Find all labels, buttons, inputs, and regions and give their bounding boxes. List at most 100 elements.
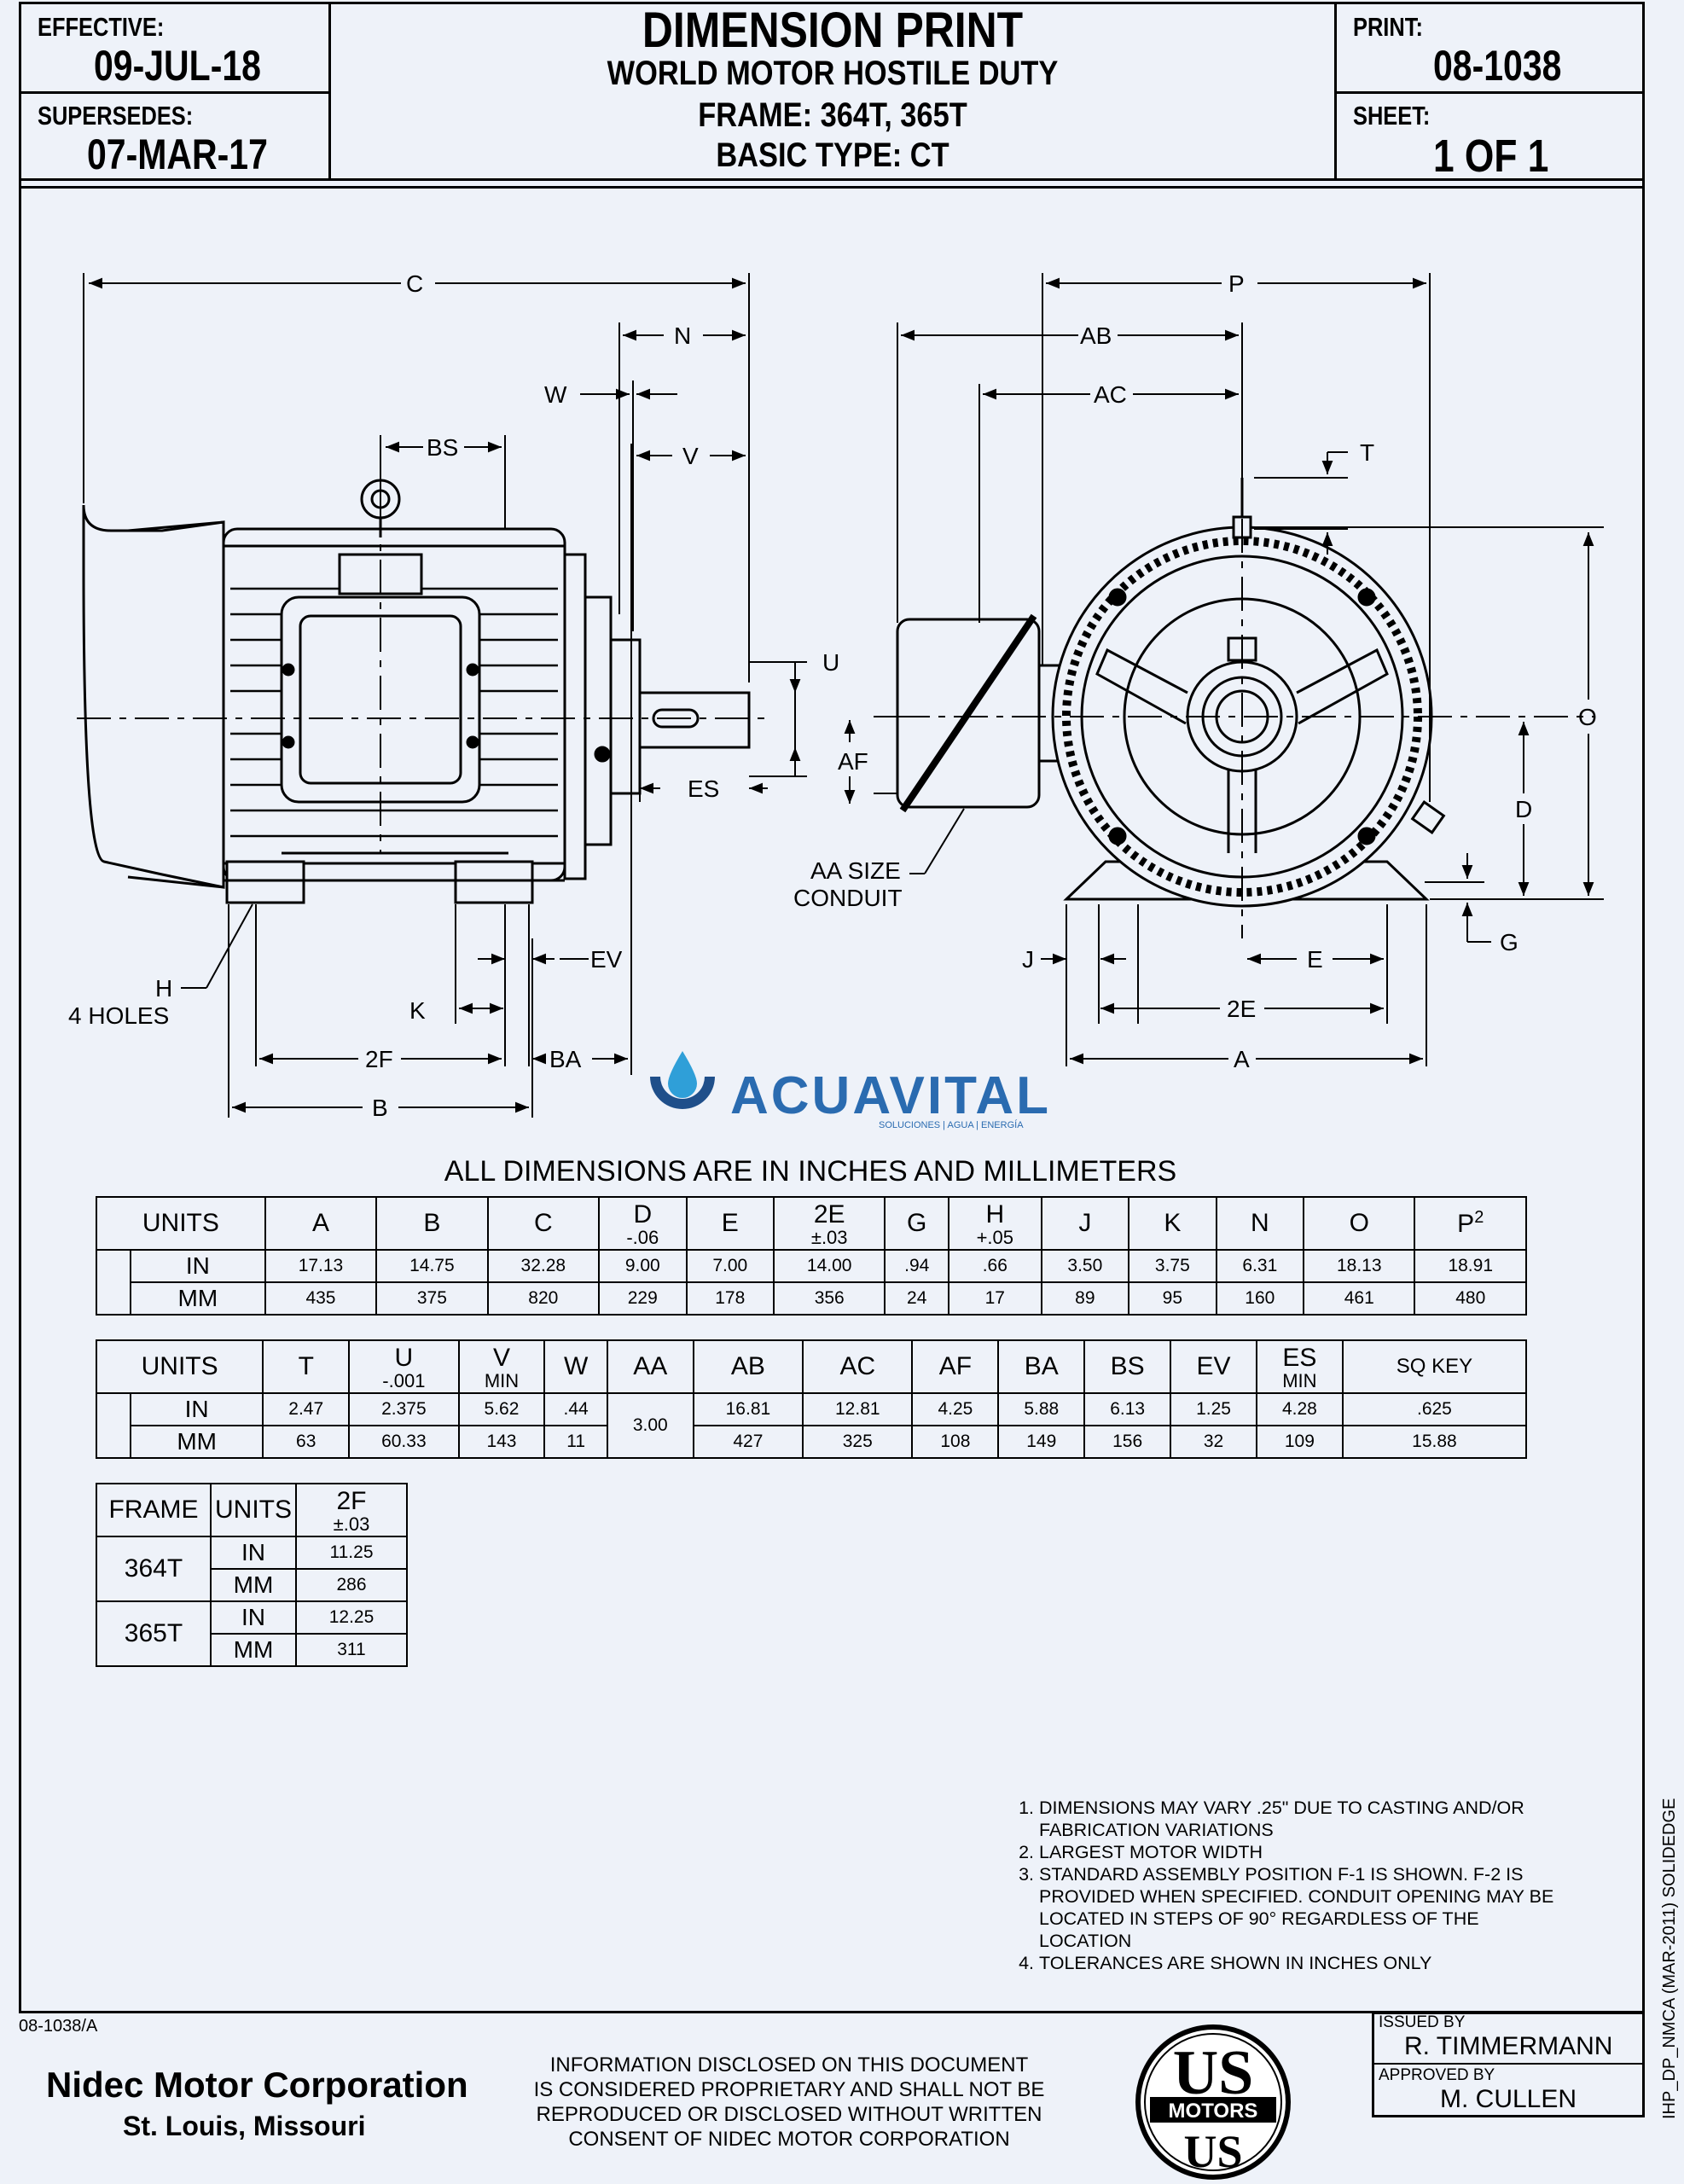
col-header-main: AF — [938, 1352, 973, 1380]
value-cell: 5.62 — [457, 1392, 546, 1426]
value-cell: 9.00 — [598, 1249, 688, 1283]
value-cell: 3.50 — [1040, 1249, 1130, 1283]
col-header: 2E±.03 — [772, 1196, 886, 1251]
print-number: 08-1038 — [1433, 42, 1562, 90]
value-cell: .66 — [948, 1249, 1042, 1283]
frame-2f-table: FRAME UNITS 2F±.03 364T IN 11.25 MM 286 … — [96, 1483, 408, 1667]
value-cell: .94 — [884, 1249, 949, 1283]
col-header-main: SQ KEY — [1396, 1355, 1473, 1378]
signature-divider — [1372, 2063, 1645, 2065]
value-cell: 461 — [1303, 1281, 1416, 1316]
value-cell: .44 — [543, 1392, 608, 1426]
dim-label-d: D — [1515, 796, 1532, 822]
2f-365t-in: 12.25 — [295, 1600, 408, 1635]
value-cell: 229 — [598, 1281, 688, 1316]
effective-label: EFFECTIVE: — [38, 12, 165, 42]
value-cell: 435 — [264, 1281, 378, 1316]
col-header: P2 — [1414, 1196, 1527, 1251]
dim-label-ev: EV — [590, 946, 623, 973]
disclaimer-line-1: INFORMATION DISCLOSED ON THIS DOCUMENT — [549, 2053, 1029, 2077]
dim-label-ab: AB — [1080, 322, 1112, 349]
units-mm: MM — [210, 1568, 297, 1602]
value-cell: 160 — [1215, 1281, 1305, 1316]
col-header: C — [486, 1196, 601, 1251]
col-header-main: J — [1078, 1209, 1092, 1237]
aa-size-label: AA SIZE — [810, 857, 901, 884]
dim-label-bs: BS — [427, 434, 458, 461]
print-label: PRINT: — [1353, 12, 1423, 42]
value-cell: 95 — [1128, 1281, 1217, 1316]
value-cell: 7.00 — [685, 1249, 775, 1283]
col-header-main: T — [298, 1352, 314, 1380]
value-cell: 4.25 — [911, 1392, 1000, 1426]
value-cell: 6.13 — [1083, 1392, 1172, 1426]
col-header: H+.05 — [948, 1196, 1042, 1251]
col-header-tol: -.06 — [626, 1227, 659, 1248]
dim-label-t: T — [1360, 439, 1374, 466]
supersedes-date: 07-MAR-17 — [87, 131, 268, 178]
value-cell: 149 — [997, 1425, 1086, 1459]
dim-label-af: AF — [838, 748, 868, 775]
col-header-main: 2E — [813, 1200, 845, 1228]
left-header-mid — [19, 91, 331, 94]
col-header: AB — [692, 1339, 804, 1394]
frame-365t: 365T — [96, 1600, 212, 1667]
col-header: AC — [802, 1339, 914, 1394]
logo-tagline: SOLUCIONES | AGUA | ENERGÍA — [879, 1119, 1024, 1130]
col-header-main: E — [721, 1209, 739, 1237]
subtitle-line-3: BASIC TYPE: CT — [716, 136, 949, 174]
col-header-tol: MIN — [484, 1370, 520, 1391]
units-spacer — [96, 1249, 131, 1316]
col-header: BS — [1083, 1339, 1172, 1394]
company-name: Nidec Motor Corporation — [46, 2065, 468, 2105]
col-header: SQ KEY — [1341, 1339, 1528, 1394]
effective-date: 09-JUL-18 — [94, 42, 261, 90]
value-cell: 12.81 — [802, 1392, 914, 1426]
col-header-main: ES — [1282, 1344, 1317, 1372]
col-header-main: D — [633, 1200, 653, 1228]
2f-365t-mm: 311 — [295, 1633, 408, 1667]
value-cell: 108 — [911, 1425, 1000, 1459]
units-note: ALL DIMENSIONS ARE IN INCHES AND MILLIME… — [444, 1155, 1177, 1188]
col-header-tol: +.05 — [976, 1227, 1014, 1248]
dim-label-b: B — [372, 1095, 388, 1121]
col-header-main: AA — [633, 1352, 668, 1380]
2f-364t-in: 11.25 — [295, 1536, 408, 1570]
notes: DIMENSIONS MAY VARY .25" DUE TO CASTING … — [1020, 1797, 1566, 1974]
value-cell: 16.81 — [692, 1392, 804, 1426]
value-cell: 14.75 — [375, 1249, 489, 1283]
value-cell: 15.88 — [1341, 1425, 1528, 1459]
disclaimer: INFORMATION DISCLOSED ON THIS DOCUMENT I… — [512, 2053, 1066, 2152]
dim-label-u: U — [822, 649, 839, 676]
col-header-main: AC — [839, 1352, 876, 1380]
motor-dimension-drawing: C N W BS V U ES EV K BA 2F B H 4 HOLES — [68, 270, 1604, 1130]
motor-side-view — [82, 479, 751, 904]
dim-label-n: N — [674, 322, 691, 349]
col-header-main: B — [423, 1209, 441, 1237]
disclaimer-line-2: IS CONSIDERED PROPRIETARY AND SHALL NOT … — [533, 2078, 1045, 2101]
disclaimer-line-3: REPRODUCED OR DISCLOSED WITHOUT WRITTEN — [536, 2103, 1042, 2126]
sheet-value: 1 OF 1 — [1433, 131, 1549, 182]
frame-364t: 364T — [96, 1536, 212, 1602]
col-header-main: V — [492, 1344, 510, 1372]
col-header: BA — [997, 1339, 1086, 1394]
value-cell: 1.25 — [1170, 1392, 1257, 1426]
col-header-main: N — [1250, 1209, 1269, 1237]
issued-label: ISSUED BY — [1379, 2013, 1466, 2031]
signature-box — [1372, 2012, 1645, 2117]
value-cell: 2.47 — [262, 1392, 351, 1426]
acuavital-logo: ACUAVITAL SOLUCIONES | AGUA | ENERGÍA — [650, 1051, 1048, 1130]
col-header: G — [884, 1196, 949, 1251]
dim-label-w: W — [544, 381, 567, 408]
value-cell: 60.33 — [348, 1425, 460, 1459]
value-cell: 4.28 — [1255, 1392, 1344, 1426]
col-header-main: U — [394, 1344, 414, 1372]
col-header-main: G — [907, 1209, 927, 1237]
units-spacer — [96, 1392, 131, 1459]
right-header-mid — [1334, 91, 1645, 94]
approved-by: M. CULLEN — [1440, 2085, 1577, 2113]
value-cell: 18.13 — [1303, 1249, 1416, 1283]
value-cell: 356 — [772, 1281, 886, 1316]
col-header: W — [543, 1339, 608, 1394]
